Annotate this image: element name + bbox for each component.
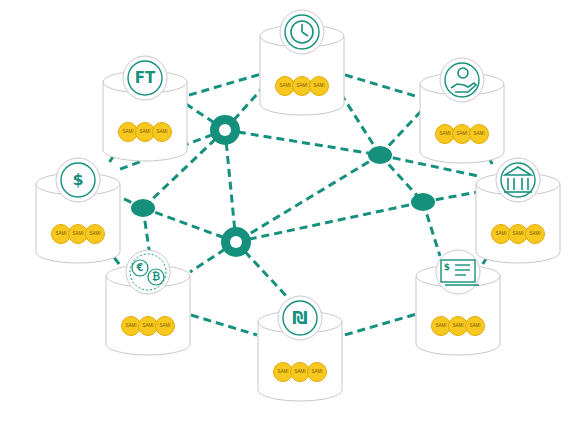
coin-text: SAMI [156,130,167,135]
coin-text: SAMI [439,132,450,137]
currency-cylinder: $ SAMI SAMI SAMI [415,248,501,356]
coin: SAMI [155,316,175,336]
coin-text: SAMI [122,130,133,135]
cylinder-shape [259,8,345,116]
icon-text: FT [135,71,155,86]
cylinder-shape [475,156,561,264]
icon-text: $ [444,263,450,272]
coin-text: SAMI [452,324,463,329]
coin-text: SAMI [529,232,540,237]
cylinder-shape [419,56,505,164]
cylinder-shape [415,248,501,356]
coin-text: SAMI [313,84,324,89]
coin-text: SAMI [139,130,150,135]
coin-text: SAMI [142,324,153,329]
dashed-link [188,75,259,96]
coin-text: SAMI [279,84,290,89]
dashed-link [191,315,257,335]
coin-text: SAMI [473,132,484,137]
coin: SAMI [85,224,105,244]
invoice-icon [441,260,479,285]
coin-text: SAMI [296,84,307,89]
coin-text: SAMI [469,324,480,329]
currency-cylinder: SAMI SAMI SAMI [259,8,345,116]
clock-icon [291,21,313,43]
coin-text: SAMI [311,370,322,375]
currency-cylinder: SAMI SAMI SAMI [419,56,505,164]
icon-text: ₿ [152,272,160,282]
icon-text: € [137,263,144,273]
coin-text: SAMI [159,324,170,329]
hand-coin-icon [451,68,476,92]
coin-text: SAMI [294,370,305,375]
coin-text: SAMI [125,324,136,329]
coin-text: SAMI [89,232,100,237]
coin: SAMI [307,362,327,382]
currency-cylinder: ₪ SAMI SAMI SAMI [257,294,343,402]
icon-text: ₪ [292,310,307,327]
bank-icon [504,167,532,192]
coin-text: SAMI [495,232,506,237]
cylinder-shape [105,248,191,356]
coin-text: SAMI [512,232,523,237]
currency-cylinder: $ SAMI SAMI SAMI [35,156,121,264]
coin: SAMI [525,224,545,244]
coin-text: SAMI [72,232,83,237]
icon-text: $ [72,172,83,188]
coin-text: SAMI [435,324,446,329]
currency-cylinder: SAMI SAMI SAMI [475,156,561,264]
coin-text: SAMI [456,132,467,137]
coin: SAMI [309,76,329,96]
coin: SAMI [465,316,485,336]
coin-text: SAMI [277,370,288,375]
coin: SAMI [152,122,172,142]
currency-cylinder: FT SAMI SAMI SAMI [102,54,188,162]
dashed-link [343,315,415,336]
coin: SAMI [469,124,489,144]
dashed-link [345,75,419,97]
currency-cylinder: € ₿ SAMI SAMI SAMI [105,248,191,356]
coin-text: SAMI [55,232,66,237]
